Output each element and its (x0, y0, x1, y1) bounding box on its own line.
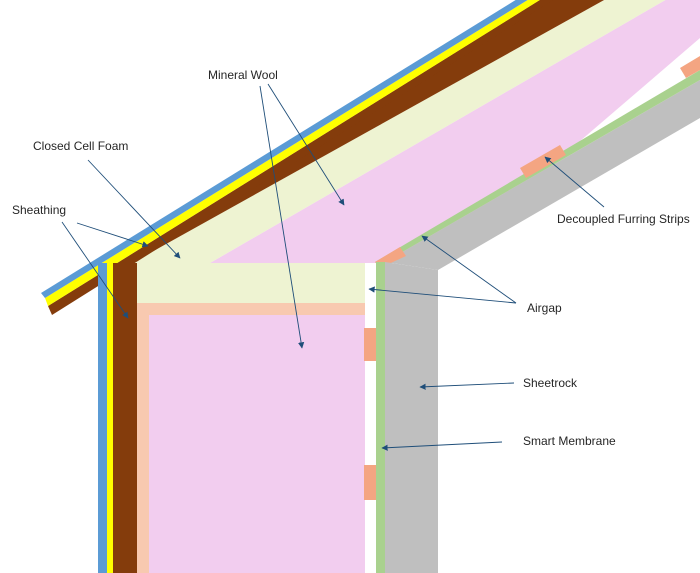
wall-closed-cell-foam (137, 263, 365, 303)
leader-sheathing-wall (61, 221, 129, 319)
leader-sheathing-roof (76, 222, 149, 248)
leader-airgap-roof (421, 235, 517, 304)
label-sheetrock: Sheetrock (523, 376, 578, 390)
wall-sheetrock (385, 262, 438, 573)
leader-closed-cell-foam (87, 159, 181, 259)
roof-wrb (45, 0, 540, 306)
roof-furring-strip (680, 56, 700, 78)
wall-wrb (107, 263, 113, 573)
leader-airgap-wall (368, 286, 517, 304)
leader-lines (61, 83, 605, 451)
wall-mineral-wool (149, 315, 365, 573)
label-smart-membrane: Smart Membrane (523, 434, 616, 448)
leader-mineral-wool-wall (259, 85, 305, 349)
label-mineral-wool: Mineral Wool (208, 68, 278, 82)
leader-furring-strips (544, 156, 605, 208)
leader-sheetrock (419, 382, 515, 390)
roof-closed-cell-foam (132, 0, 666, 263)
roof-mineral-wool (210, 0, 700, 263)
roof-siding (41, 0, 528, 298)
label-airgap: Airgap (527, 301, 562, 315)
wall-sheathing (113, 263, 137, 573)
wall-furring-strip (364, 328, 376, 361)
wall-top-plate (137, 303, 365, 315)
wall-stud (137, 315, 149, 573)
roof-sheathing-overhang (48, 0, 554, 315)
label-sheathing: Sheathing (12, 203, 66, 217)
leader-smart-membrane (381, 441, 503, 451)
wall-furring-strip (364, 465, 376, 500)
wall-smart-membrane (376, 262, 385, 573)
leader-mineral-wool-roof (267, 83, 345, 206)
roof-sheetrock (385, 80, 700, 270)
wall-siding (98, 263, 107, 573)
roof-furring-strip (520, 145, 566, 178)
label-decoupled-furring-strips: Decoupled Furring Strips (557, 212, 690, 226)
label-closed-cell-foam: Closed Cell Foam (33, 139, 128, 153)
roof-sheathing (118, 0, 605, 263)
